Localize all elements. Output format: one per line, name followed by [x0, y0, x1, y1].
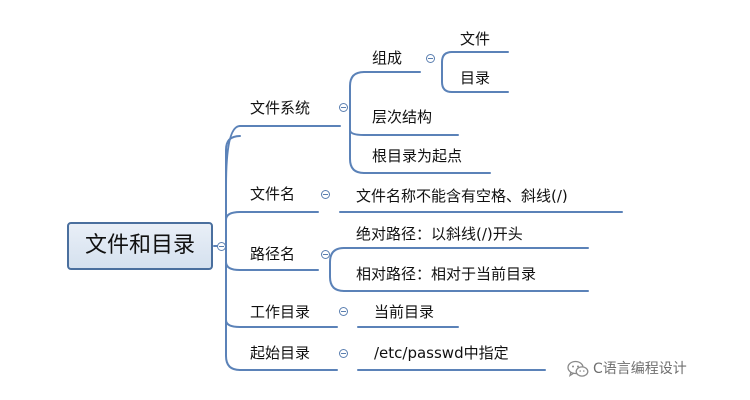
node-passwd[interactable]: /etc/passwd中指定 [374, 344, 509, 362]
collapse-toggle-root[interactable] [217, 242, 226, 251]
node-workdir[interactable]: 工作目录 [250, 303, 311, 321]
node-filename[interactable]: 文件名 [250, 185, 296, 203]
watermark-text: C语言编程设计 [593, 361, 687, 377]
collapse-toggle-filesystem[interactable] [339, 103, 348, 112]
node-pathname[interactable]: 路径名 [250, 245, 296, 263]
collapse-toggle-workdir[interactable] [339, 307, 348, 316]
node-directory[interactable]: 目录 [460, 69, 491, 87]
node-relative-path[interactable]: 相对路径：相对于当前目录 [356, 265, 537, 283]
connector-filesystem-spine [349, 71, 365, 174]
root-node[interactable]: 文件和目录 [67, 222, 213, 270]
wechat-icon [567, 360, 589, 377]
connector-root-to-filename [225, 211, 241, 221]
collapse-toggle-startdir[interactable] [339, 349, 348, 358]
connector-root-to-pathname [225, 261, 241, 271]
node-startdir[interactable]: 起始目录 [250, 344, 311, 362]
node-hierarchy[interactable]: 层次结构 [372, 108, 433, 126]
collapse-toggle-filename[interactable] [321, 190, 330, 199]
connector-root-to-workdir [225, 319, 241, 328]
underline-hierarchy [349, 129, 459, 136]
connector-pathname-spine [329, 247, 345, 292]
node-absolute-path[interactable]: 绝对路径：以斜线(/)开头 [356, 225, 523, 243]
node-composition[interactable]: 组成 [372, 49, 403, 67]
node-root-start[interactable]: 根目录为起点 [372, 147, 463, 165]
connector-root-to-filesystem [225, 125, 241, 187]
node-current-dir[interactable]: 当前目录 [374, 303, 435, 321]
node-filename-rule[interactable]: 文件名称不能含有空格、斜线(/) [356, 187, 568, 205]
connector-root-spine [225, 135, 241, 371]
connector-composition-spine [441, 51, 453, 93]
collapse-toggle-composition[interactable] [426, 54, 435, 63]
collapse-toggle-pathname[interactable] [321, 250, 330, 259]
node-file[interactable]: 文件 [460, 30, 491, 48]
node-filesystem[interactable]: 文件系统 [250, 99, 311, 117]
